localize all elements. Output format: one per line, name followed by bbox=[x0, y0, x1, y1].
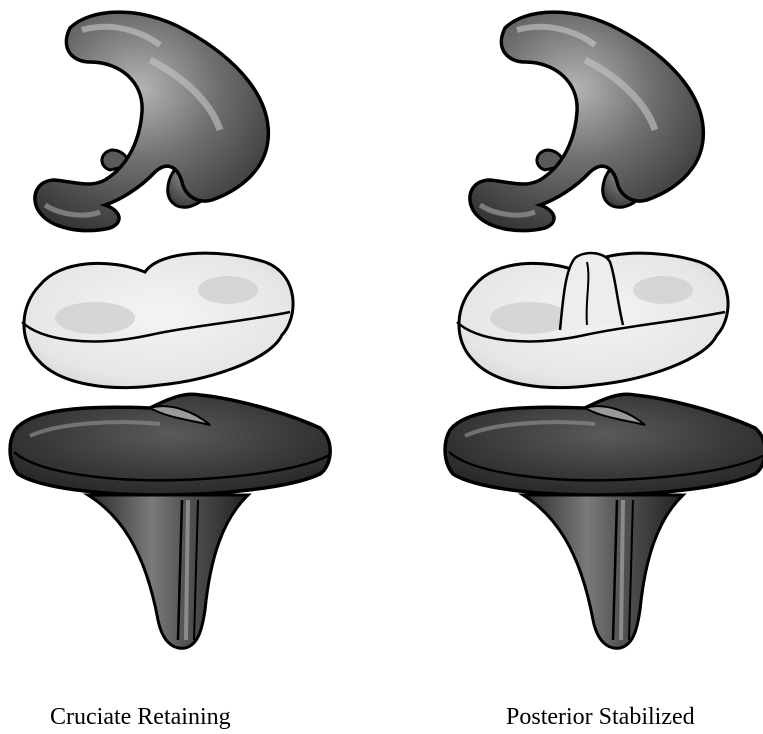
caption-cruciate-retaining: Cruciate Retaining bbox=[50, 704, 231, 731]
cruciate-retaining-implant bbox=[10, 12, 330, 648]
caption-posterior-stabilized: Posterior Stabilized bbox=[506, 704, 695, 731]
posterior-stabilized-implant bbox=[445, 12, 763, 648]
